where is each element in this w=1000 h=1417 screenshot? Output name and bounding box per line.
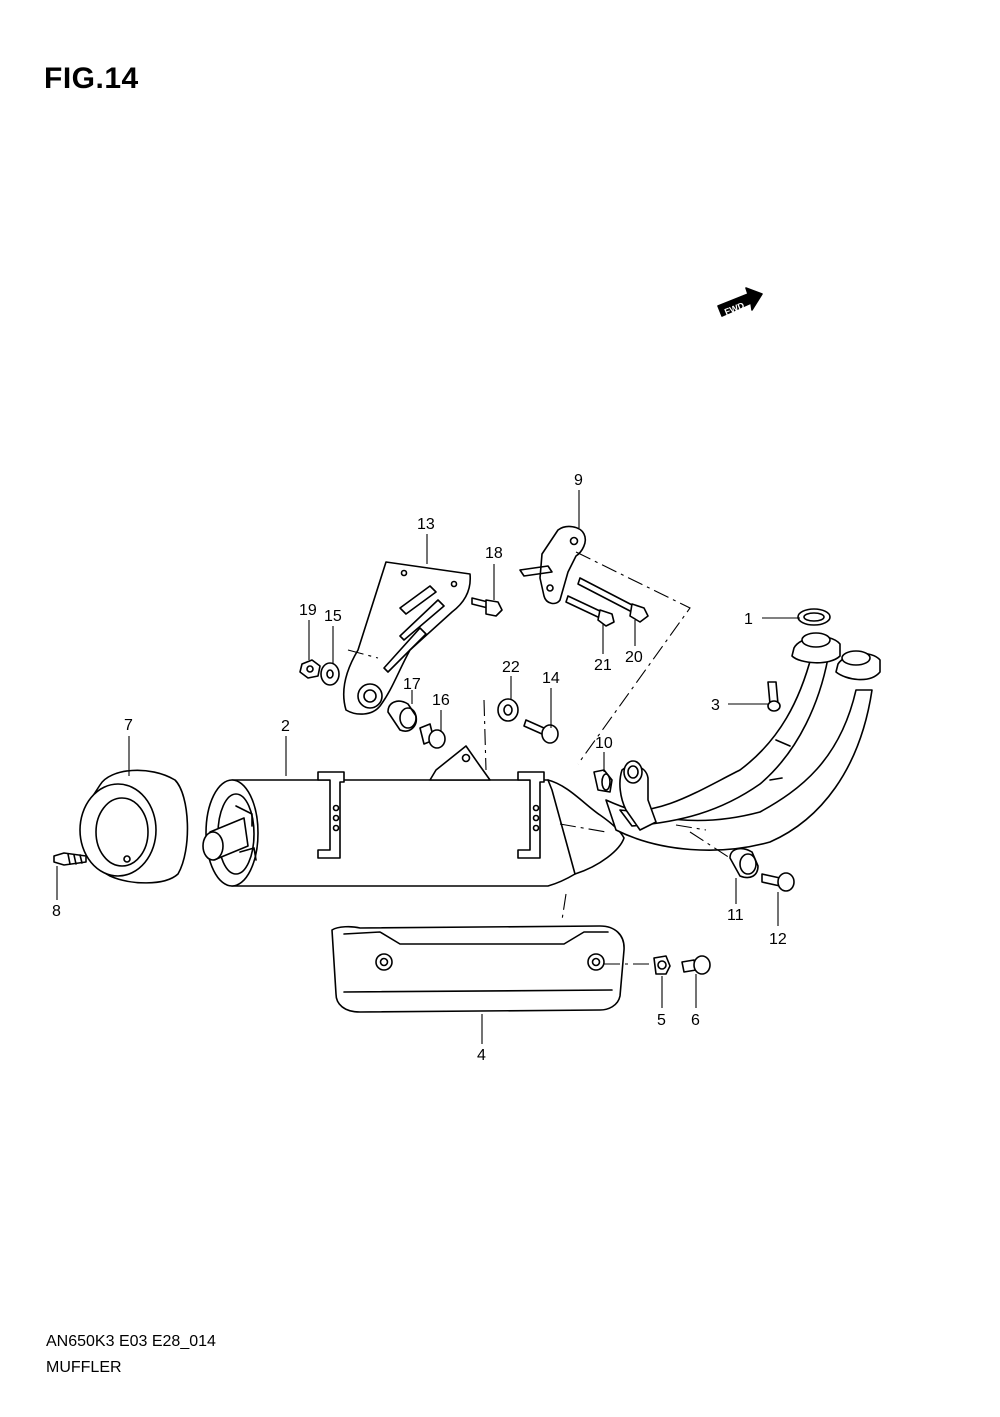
callout-11: 11 <box>727 907 744 924</box>
callout-16: 16 <box>432 692 450 709</box>
callout-21: 21 <box>594 657 612 674</box>
callout-3: 3 <box>711 697 720 714</box>
callout-17: 17 <box>403 676 421 693</box>
callout-4: 4 <box>477 1047 486 1064</box>
callout-5: 5 <box>657 1012 666 1029</box>
callout-14: 14 <box>542 670 560 687</box>
cushion-11 <box>729 847 759 879</box>
callout-8: 8 <box>52 903 61 920</box>
callout-22: 22 <box>502 659 520 676</box>
callout-18: 18 <box>485 545 503 562</box>
callout-labels: 1 2 3 4 5 6 7 8 9 10 11 12 13 14 15 16 1… <box>52 472 787 1064</box>
figure-name: MUFFLER <box>46 1359 122 1376</box>
exhaust-pipes <box>605 632 881 851</box>
bolt-6 <box>681 955 711 975</box>
bushing-10 <box>593 769 613 793</box>
bolt-18 <box>471 597 503 617</box>
bolt-12 <box>761 872 795 892</box>
bracket-9 <box>519 525 587 605</box>
callout-19: 19 <box>299 602 317 619</box>
bolt-21 <box>565 595 615 627</box>
bolt-8 <box>53 852 87 866</box>
callout-1: 1 <box>744 611 753 628</box>
nut-19 <box>299 659 321 679</box>
fwd-arrow-icon: FWD <box>717 287 763 317</box>
bolt-3 <box>767 681 781 712</box>
end-cover <box>79 769 189 884</box>
washer-15 <box>320 662 340 686</box>
muffler-body <box>202 745 625 887</box>
gasket-1 <box>797 608 831 626</box>
washer-22 <box>497 698 519 722</box>
leader-lines <box>56 490 800 1044</box>
figure-title: FIG.14 <box>44 62 139 95</box>
callout-10: 10 <box>595 735 613 752</box>
figure-code: AN650K3 E03 E28_014 <box>46 1333 216 1350</box>
alignment-lines <box>347 551 731 965</box>
cushion-17 <box>387 700 418 732</box>
callout-6: 6 <box>691 1012 700 1029</box>
bolt-20 <box>577 577 649 623</box>
bolt-16 <box>419 723 446 749</box>
collar-5 <box>653 955 671 975</box>
callout-7: 7 <box>124 717 133 734</box>
callout-2: 2 <box>281 718 290 735</box>
callout-9: 9 <box>574 472 583 489</box>
callout-20: 20 <box>625 649 643 666</box>
heat-shield <box>331 925 625 1013</box>
callout-13: 13 <box>417 516 435 533</box>
bracket-13 <box>342 561 471 715</box>
callout-15: 15 <box>324 608 342 625</box>
callout-12: 12 <box>769 931 787 948</box>
bolt-14 <box>523 719 559 744</box>
